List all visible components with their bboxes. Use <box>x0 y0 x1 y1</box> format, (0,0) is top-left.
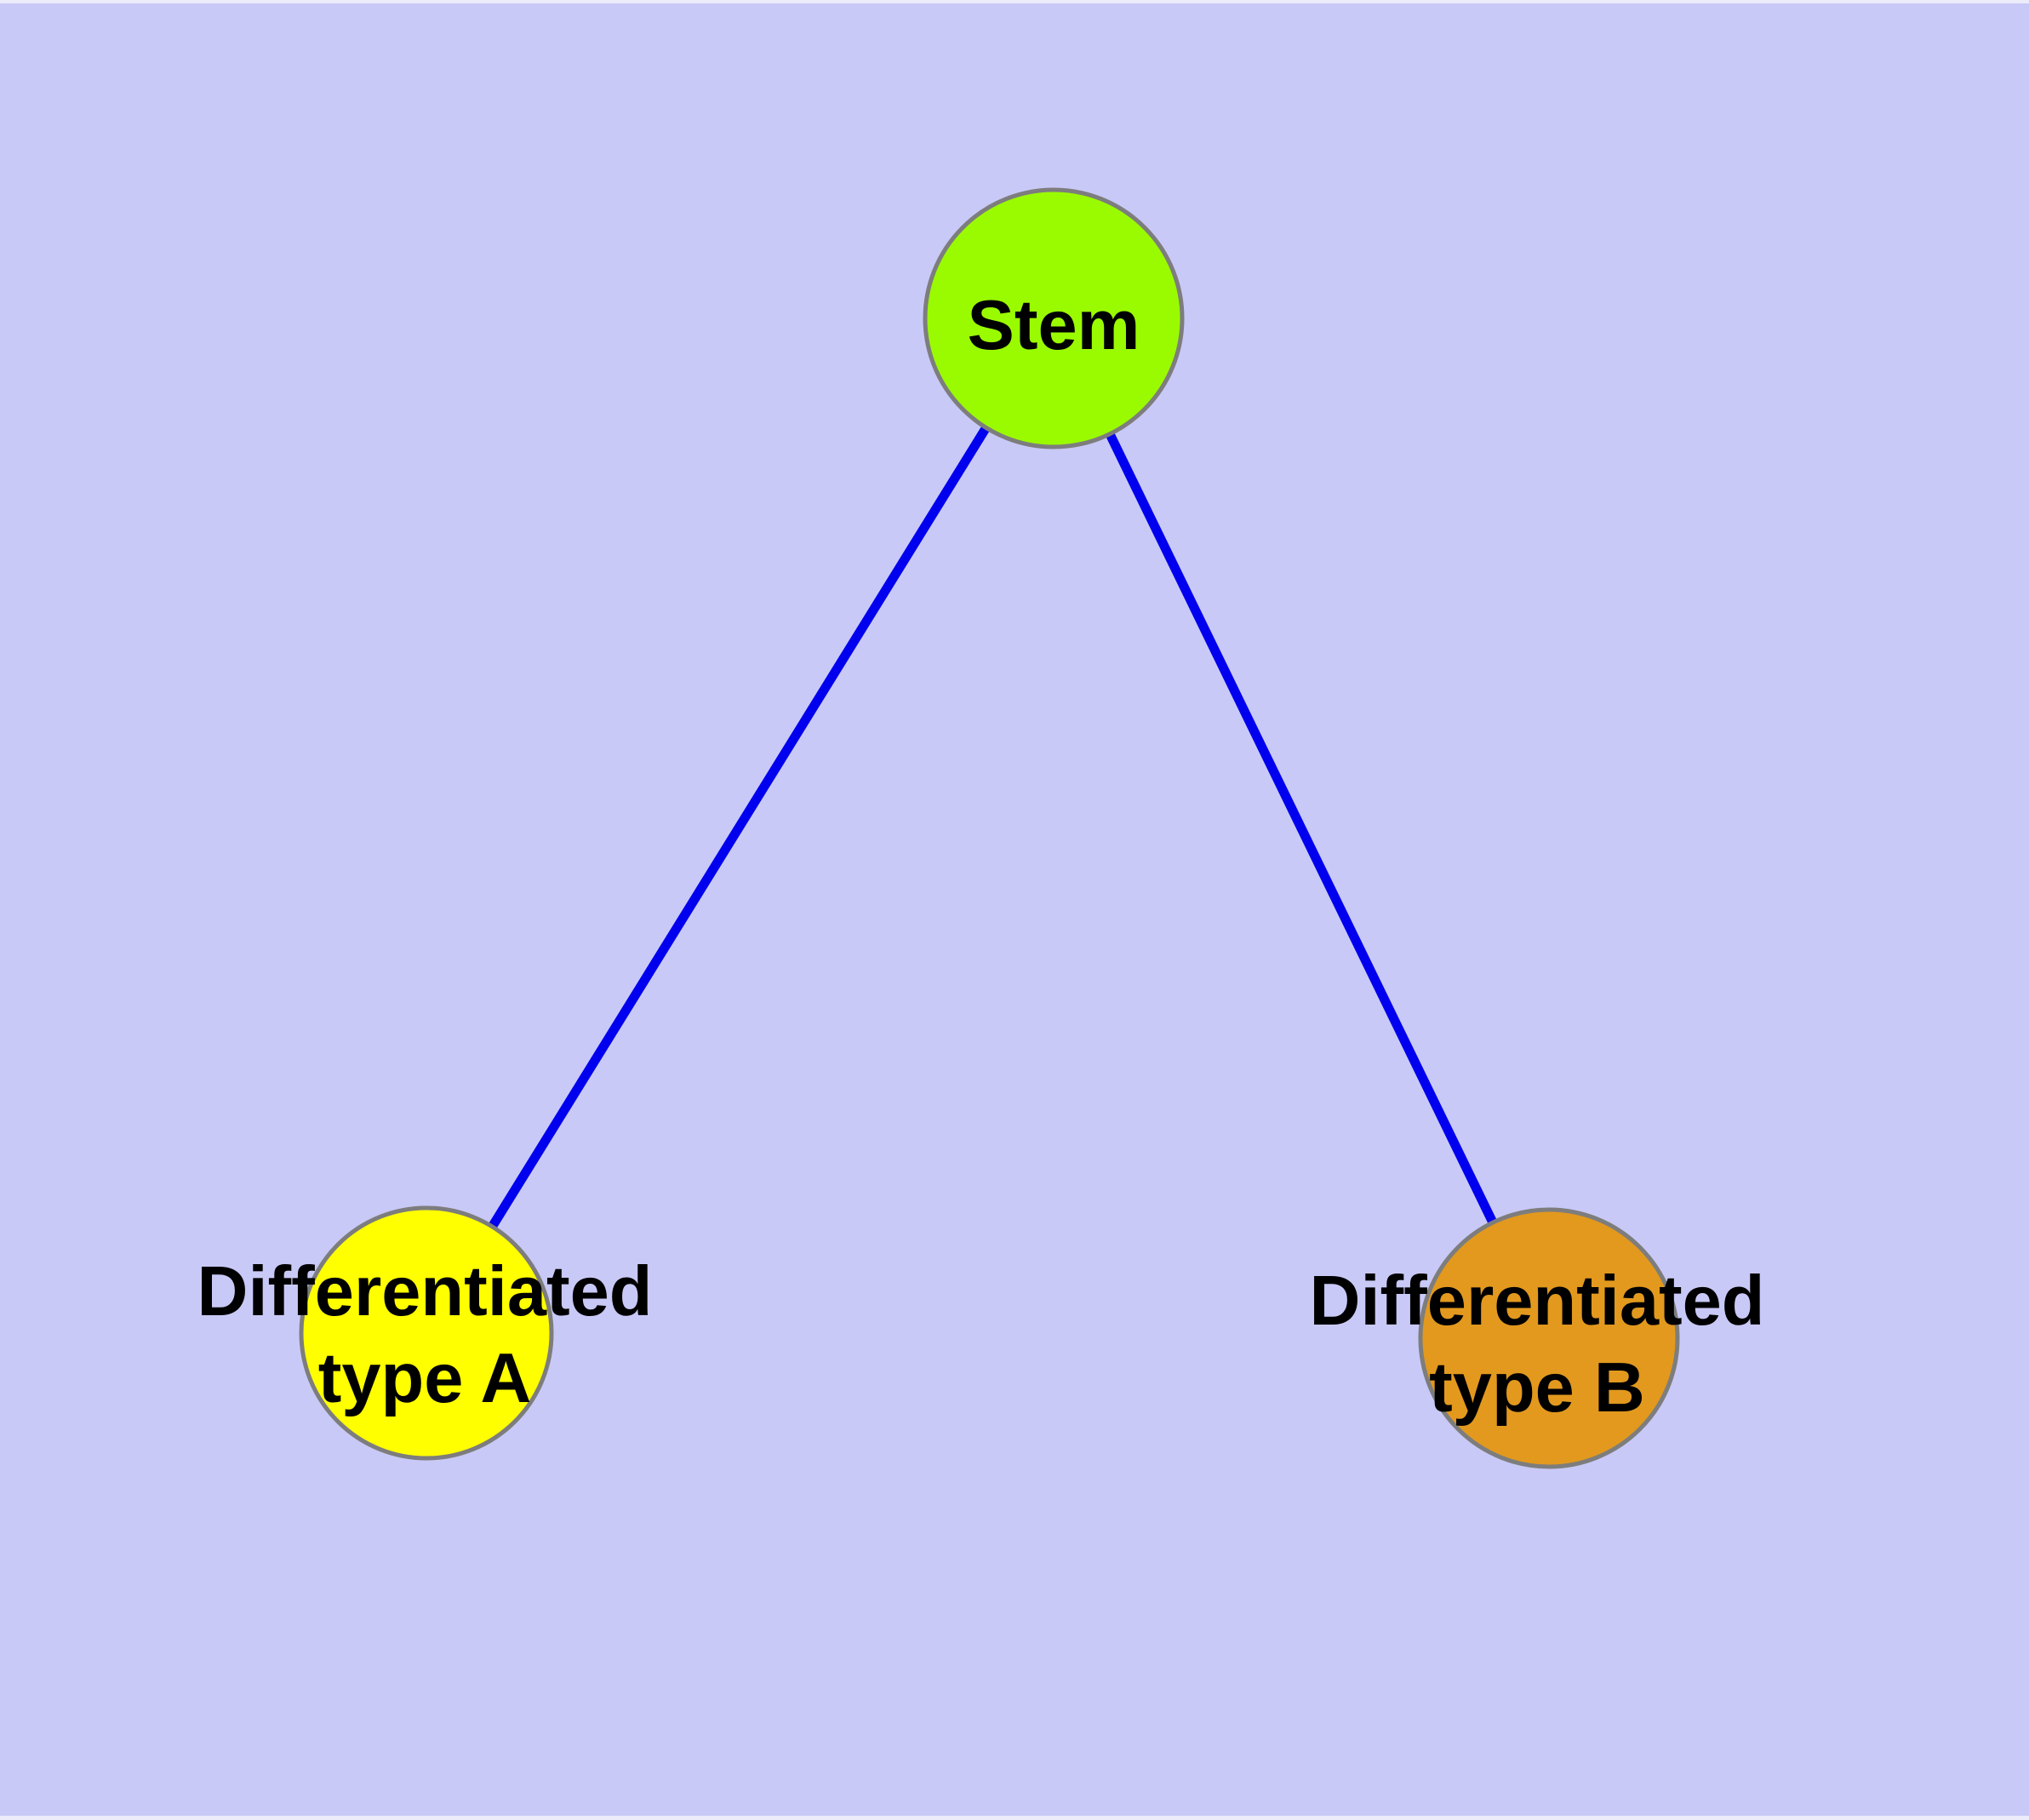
node-type-a-label-line1: Differentiated <box>197 1251 653 1331</box>
node-type-a-label-line2: type A <box>318 1338 532 1417</box>
node-differentiated-type-b <box>1418 1207 1680 1469</box>
node-type-b-label-line1: Differentiated <box>1310 1261 1765 1340</box>
edge-stem-to-type-a <box>422 316 1058 1336</box>
node-stem-label: Stem <box>968 285 1140 364</box>
node-type-b-label-line2: type B <box>1429 1348 1645 1427</box>
top-margin-strip <box>0 0 2029 3</box>
bottom-margin-strip <box>0 1816 2029 1820</box>
node-stem <box>923 187 1185 449</box>
node-differentiated-type-a <box>299 1205 554 1461</box>
edge-stem-to-type-b <box>1049 316 1553 1341</box>
